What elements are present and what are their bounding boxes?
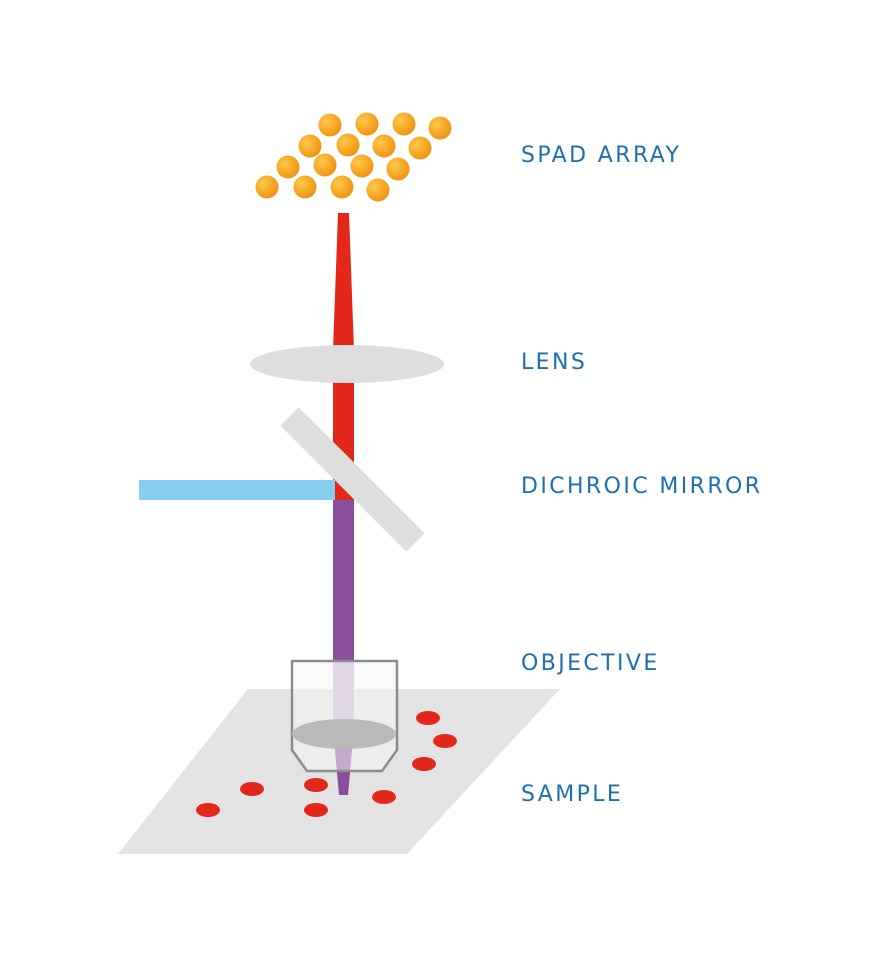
sample-dot-icon bbox=[304, 778, 328, 792]
spad-pixel-icon bbox=[408, 136, 432, 160]
spad-pixel-icon bbox=[372, 134, 396, 158]
excitation-laser bbox=[139, 480, 335, 500]
spad-pixel-icon bbox=[350, 154, 374, 178]
spad-pixel-icon bbox=[392, 112, 416, 136]
sample-dot-icon bbox=[240, 782, 264, 796]
spad-pixel-icon bbox=[318, 113, 342, 137]
label-objective: OBJECTIVE bbox=[521, 651, 660, 676]
spad-pixel-icon bbox=[386, 157, 410, 181]
spad-array-element bbox=[255, 112, 452, 202]
spad-pixel-icon bbox=[355, 112, 379, 136]
sample-dots bbox=[196, 711, 457, 817]
spad-pixel-icon bbox=[313, 153, 337, 177]
spad-pixel-icon bbox=[293, 175, 317, 199]
label-sample: SAMPLE bbox=[521, 782, 623, 807]
spad-pixel-icon bbox=[276, 155, 300, 179]
sample-dot-icon bbox=[196, 803, 220, 817]
spad-pixel-icon bbox=[428, 116, 452, 140]
spad-pixel-icon bbox=[255, 175, 279, 199]
spad-pixel-icon bbox=[330, 175, 354, 199]
spad-pixel-icon bbox=[298, 134, 322, 158]
label-spad-array: SPAD ARRAY bbox=[521, 143, 681, 168]
spad-pixel-icon bbox=[366, 178, 390, 202]
dichroic-mirror-element bbox=[280, 407, 425, 552]
label-dichroic-mirror: DICHROIC MIRROR bbox=[521, 474, 762, 499]
combined-beam bbox=[333, 500, 354, 660]
label-lens: LENS bbox=[521, 350, 587, 375]
sample-dot-icon bbox=[416, 711, 440, 725]
sample-dot-icon bbox=[372, 790, 396, 804]
sample-dot-icon bbox=[304, 803, 328, 817]
lens-element bbox=[250, 345, 444, 383]
emission-beam-upper bbox=[333, 213, 354, 350]
sample-dot-icon bbox=[412, 757, 436, 771]
objective-lens bbox=[292, 719, 396, 749]
objective-element bbox=[290, 659, 399, 773]
sample-dot-icon bbox=[433, 734, 457, 748]
spad-pixel-icon bbox=[336, 133, 360, 157]
